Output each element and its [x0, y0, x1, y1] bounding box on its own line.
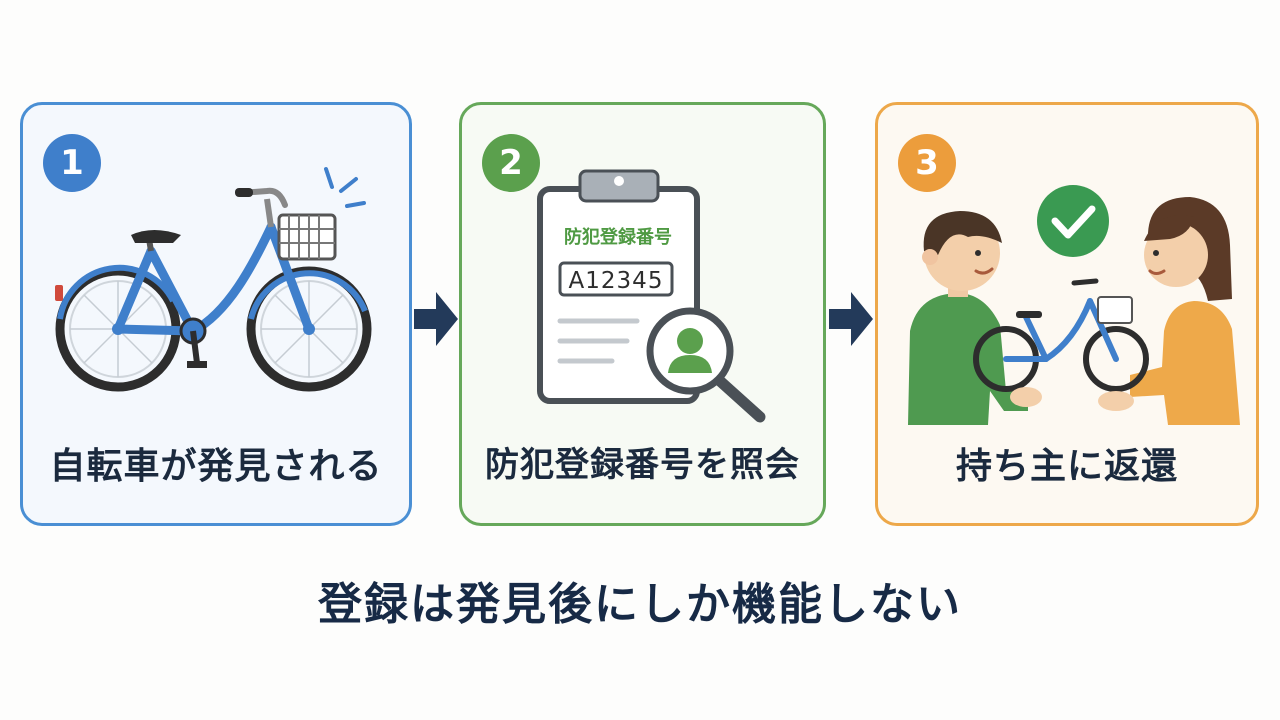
clipboard-title: 防犯登録番号 — [564, 226, 672, 248]
step-card-3: 3 — [875, 102, 1259, 526]
step-caption-3: 持ち主に返還 — [955, 446, 1178, 487]
step-card-2: 2 防犯登録番号 A12345 防犯登録番号を照会 — [459, 102, 826, 526]
step-card-1: 1 — [20, 102, 412, 526]
step-number-badge-1: 1 — [43, 134, 101, 192]
arrow-right-icon — [829, 292, 873, 346]
step-caption-2: 防犯登録番号を照会 — [485, 445, 800, 485]
clipboard-text-layer: 防犯登録番号 A12345 — [564, 226, 672, 294]
registration-number: A12345 — [569, 268, 664, 294]
bicycle-icon — [55, 167, 372, 392]
step-number-badge-2: 2 — [482, 134, 540, 192]
step-number-badge-3: 3 — [898, 134, 956, 192]
check-icon — [1037, 185, 1109, 257]
clipboard-icon — [537, 169, 766, 423]
step-caption-1: 自転車が発見される — [49, 446, 383, 487]
handover-illustration — [908, 185, 1240, 425]
arrow-right-icon — [414, 292, 458, 346]
footer-message: 登録は発見後にしか機能しない — [318, 579, 962, 630]
